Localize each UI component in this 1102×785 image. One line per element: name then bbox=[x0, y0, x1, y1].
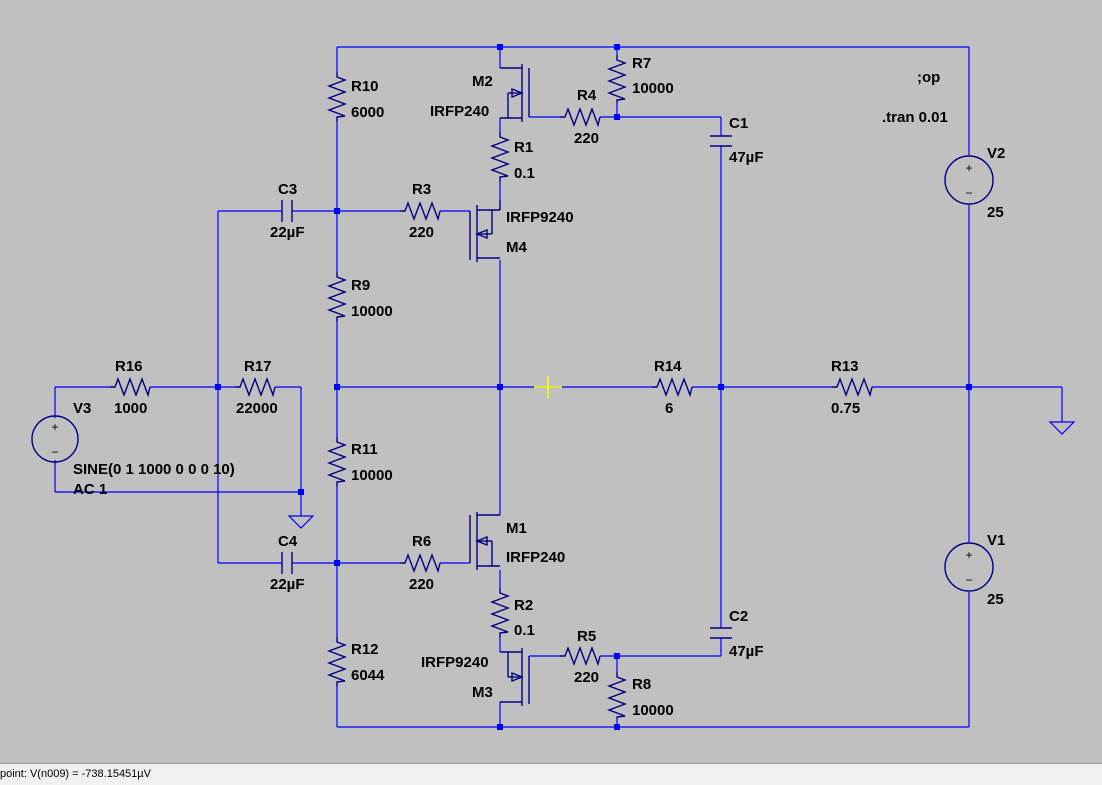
mosfet-m4[interactable] bbox=[469, 200, 501, 262]
r13-value: 0.75 bbox=[831, 400, 860, 417]
r6-name: R6 bbox=[412, 533, 431, 550]
resistor-r16[interactable] bbox=[110, 377, 151, 398]
r4-name: R4 bbox=[577, 87, 597, 104]
capacitor-c1[interactable] bbox=[710, 135, 732, 147]
v1-value: 25 bbox=[987, 591, 1004, 608]
schematic-diagram[interactable]: + − + − + − R10 6000 R9 10000 R11 10000 … bbox=[0, 0, 1102, 763]
r8-name: R8 bbox=[632, 676, 651, 693]
status-text: point: V(n009) = -738.15451µV bbox=[0, 768, 151, 780]
plus-sign: + bbox=[965, 161, 972, 175]
m3-name: M3 bbox=[472, 684, 493, 701]
r3-value: 220 bbox=[409, 224, 434, 241]
c4-name: C4 bbox=[278, 533, 298, 550]
mosfet-m1[interactable] bbox=[469, 512, 500, 570]
v1-name: V1 bbox=[987, 532, 1005, 549]
r10-name: R10 bbox=[351, 78, 379, 95]
r7-name: R7 bbox=[632, 55, 651, 72]
m4-model: IRFP9240 bbox=[506, 209, 574, 226]
v3-ac-spec: AC 1 bbox=[73, 481, 107, 498]
r14-name: R14 bbox=[654, 358, 682, 375]
c4-value: 22µF bbox=[270, 576, 305, 593]
cursor-crosshair bbox=[534, 376, 562, 398]
resistor-r13[interactable] bbox=[832, 377, 873, 398]
r6-value: 220 bbox=[409, 576, 434, 593]
r17-value: 22000 bbox=[236, 400, 278, 417]
v3-sine-spec: SINE(0 1 1000 0 0 0 10) bbox=[73, 461, 235, 478]
r11-value: 10000 bbox=[351, 467, 393, 484]
r5-value: 220 bbox=[574, 669, 599, 686]
r12-name: R12 bbox=[351, 641, 379, 658]
op-directive[interactable]: ;op bbox=[917, 69, 940, 86]
r10-value: 6000 bbox=[351, 104, 384, 121]
resistor-r10[interactable] bbox=[327, 72, 347, 122]
resistor-r3[interactable] bbox=[400, 201, 441, 222]
resistor-r11[interactable] bbox=[327, 437, 347, 487]
schematic-canvas[interactable]: + − + − + − R10 6000 R9 10000 R11 10000 … bbox=[0, 0, 1102, 763]
ground-symbol bbox=[1048, 421, 1076, 435]
junctions bbox=[215, 44, 972, 730]
plus-sign: + bbox=[965, 548, 972, 562]
r12-value: 6044 bbox=[351, 667, 385, 684]
r3-name: R3 bbox=[412, 181, 431, 198]
c2-value: 47µF bbox=[729, 643, 764, 660]
minus-sign: − bbox=[51, 445, 58, 459]
m1-name: M1 bbox=[506, 520, 527, 537]
status-bar: point: V(n009) = -738.15451µV bbox=[0, 763, 1102, 785]
m3-model: IRFP9240 bbox=[421, 654, 489, 671]
r17-name: R17 bbox=[244, 358, 272, 375]
r5-name: R5 bbox=[577, 628, 596, 645]
c2-name: C2 bbox=[729, 608, 748, 625]
capacitor-c4[interactable] bbox=[281, 552, 293, 574]
minus-sign: − bbox=[965, 186, 972, 200]
c3-name: C3 bbox=[278, 181, 297, 198]
r8-value: 10000 bbox=[632, 702, 674, 719]
m1-model: IRFP240 bbox=[506, 549, 565, 566]
r14-value: 6 bbox=[665, 400, 673, 417]
r7-value: 10000 bbox=[632, 80, 674, 97]
resistor-r17[interactable] bbox=[235, 377, 276, 398]
r13-name: R13 bbox=[831, 358, 859, 375]
m2-name: M2 bbox=[472, 73, 493, 90]
r11-name: R11 bbox=[351, 441, 378, 458]
resistor-r14[interactable] bbox=[652, 377, 693, 398]
r2-value: 0.1 bbox=[514, 622, 535, 639]
r1-value: 0.1 bbox=[514, 165, 535, 182]
r16-value: 1000 bbox=[114, 400, 147, 417]
voltage-source-v3[interactable]: + − bbox=[31, 415, 79, 463]
mosfet-m3[interactable] bbox=[500, 648, 530, 706]
resistor-r9[interactable] bbox=[327, 272, 347, 322]
tran-directive[interactable]: .tran 0.01 bbox=[882, 109, 948, 126]
plus-sign: + bbox=[51, 420, 58, 434]
capacitor-c3[interactable] bbox=[281, 200, 293, 222]
voltage-source-v1[interactable]: + − bbox=[944, 542, 994, 592]
m2-model: IRFP240 bbox=[430, 103, 489, 120]
resistor-r6[interactable] bbox=[400, 553, 441, 574]
mosfet-m2[interactable] bbox=[500, 64, 530, 122]
m4-name: M4 bbox=[506, 239, 527, 256]
resistor-r4[interactable] bbox=[560, 107, 601, 128]
c3-value: 22µF bbox=[270, 224, 305, 241]
v3-name: V3 bbox=[73, 400, 91, 417]
minus-sign: − bbox=[965, 573, 972, 587]
resistor-r7[interactable] bbox=[607, 55, 627, 103]
v2-name: V2 bbox=[987, 145, 1005, 162]
resistor-r5[interactable] bbox=[560, 646, 601, 667]
r1-name: R1 bbox=[514, 139, 533, 156]
r2-name: R2 bbox=[514, 597, 533, 614]
v2-value: 25 bbox=[987, 204, 1004, 221]
resistor-r8[interactable] bbox=[607, 672, 627, 718]
r9-name: R9 bbox=[351, 277, 370, 294]
resistor-r1[interactable] bbox=[490, 132, 510, 182]
c1-name: C1 bbox=[729, 115, 748, 132]
r16-name: R16 bbox=[115, 358, 143, 375]
r4-value: 220 bbox=[574, 130, 599, 147]
ground-symbol bbox=[287, 515, 315, 529]
resistor-r12[interactable] bbox=[327, 637, 347, 687]
resistor-r2[interactable] bbox=[490, 588, 510, 638]
voltage-source-v2[interactable]: + − bbox=[944, 155, 994, 205]
capacitor-c2[interactable] bbox=[710, 627, 732, 639]
c1-value: 47µF bbox=[729, 149, 764, 166]
r9-value: 10000 bbox=[351, 303, 393, 320]
